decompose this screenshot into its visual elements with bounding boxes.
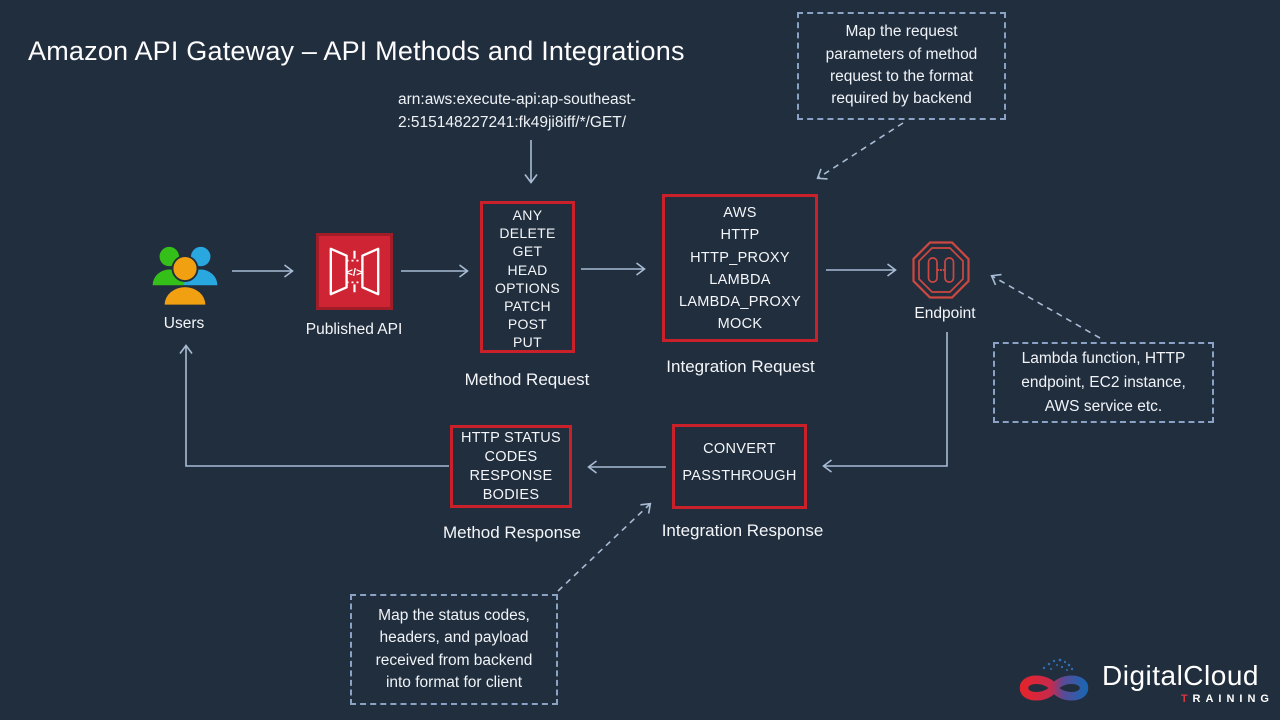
box-line: HEAD bbox=[507, 261, 548, 278]
api-icon-background bbox=[316, 233, 393, 310]
box-line: GET bbox=[512, 243, 543, 260]
box-line: LAMBDA_PROXY bbox=[678, 294, 802, 311]
digitalcloud-infinity-logo-icon bbox=[1019, 658, 1089, 701]
method-response-box: HTTP STATUS CODES RESPONSE BODIES bbox=[450, 425, 572, 508]
dashed-arrow-backend-note-to-endpoint bbox=[990, 273, 1101, 339]
note-map-status: Map the status codes, headers, and paylo… bbox=[350, 594, 558, 705]
api-left-door bbox=[329, 247, 348, 296]
arn-text: arn:aws:execute-api:ap-southeast- 2:5151… bbox=[398, 91, 636, 131]
published-api-label: Published API bbox=[305, 321, 403, 338]
box-line: HTTP STATUS bbox=[461, 430, 561, 446]
box-line: POST bbox=[507, 316, 548, 333]
users-icon bbox=[152, 246, 218, 307]
box-line: BODIES bbox=[482, 487, 540, 503]
page-title: Amazon API Gateway – API Methods and Int… bbox=[28, 36, 685, 66]
logo-training-text: TRAINING bbox=[1180, 693, 1274, 705]
user-front bbox=[162, 255, 208, 307]
api-code-glyph: </> bbox=[346, 267, 363, 279]
box-line: HTTP_PROXY bbox=[690, 249, 790, 266]
arrow-endpoint-to-integration-response bbox=[822, 332, 948, 473]
api-right-door bbox=[361, 247, 380, 296]
logo-brand-text: DigitalCloud bbox=[1102, 660, 1259, 691]
box-line: CODES bbox=[484, 449, 538, 465]
box-line: RESPONSE bbox=[469, 468, 553, 484]
box-line: PATCH bbox=[504, 298, 551, 315]
box-line: OPTIONS bbox=[494, 279, 561, 296]
dashed-arrow-map-status-note bbox=[557, 502, 652, 592]
note-backend-examples: Lambda function, HTTP endpoint, EC2 inst… bbox=[993, 342, 1214, 423]
note-map-request: Map the request parameters of method req… bbox=[797, 12, 1006, 120]
box-line: PASSTHROUGH bbox=[682, 468, 797, 484]
box-line: ANY bbox=[512, 207, 543, 223]
box-line: MOCK bbox=[717, 316, 763, 333]
box-line: HTTP bbox=[720, 227, 760, 244]
method-request-label: Method Request bbox=[464, 370, 590, 389]
box-line: LAMBDA bbox=[709, 271, 771, 288]
box-line: CONVERT bbox=[703, 441, 776, 457]
box-line: PUT bbox=[513, 334, 542, 351]
box-line: AWS bbox=[723, 205, 757, 221]
method-response-label: Method Response bbox=[443, 523, 581, 542]
integration-request-box: AWS HTTP HTTP_PROXY LAMBDA LAMBDA_PROXY MOCK bbox=[662, 194, 818, 342]
users-label: Users bbox=[163, 315, 205, 332]
integration-response-box: CONVERT PASSTHROUGH bbox=[672, 424, 807, 509]
api-gateway-icon: </> bbox=[316, 233, 393, 310]
logo-dot-cloud bbox=[1042, 658, 1074, 671]
dashed-arrow-map-request-note bbox=[816, 122, 904, 180]
box-line: DELETE bbox=[499, 225, 556, 242]
arrow-method-response-to-users bbox=[179, 344, 449, 467]
endpoint-label: Endpoint bbox=[914, 305, 976, 322]
endpoint-octagon-icon bbox=[912, 241, 970, 299]
integration-request-label: Integration Request bbox=[666, 357, 815, 376]
integration-response-label: Integration Response bbox=[661, 521, 824, 540]
